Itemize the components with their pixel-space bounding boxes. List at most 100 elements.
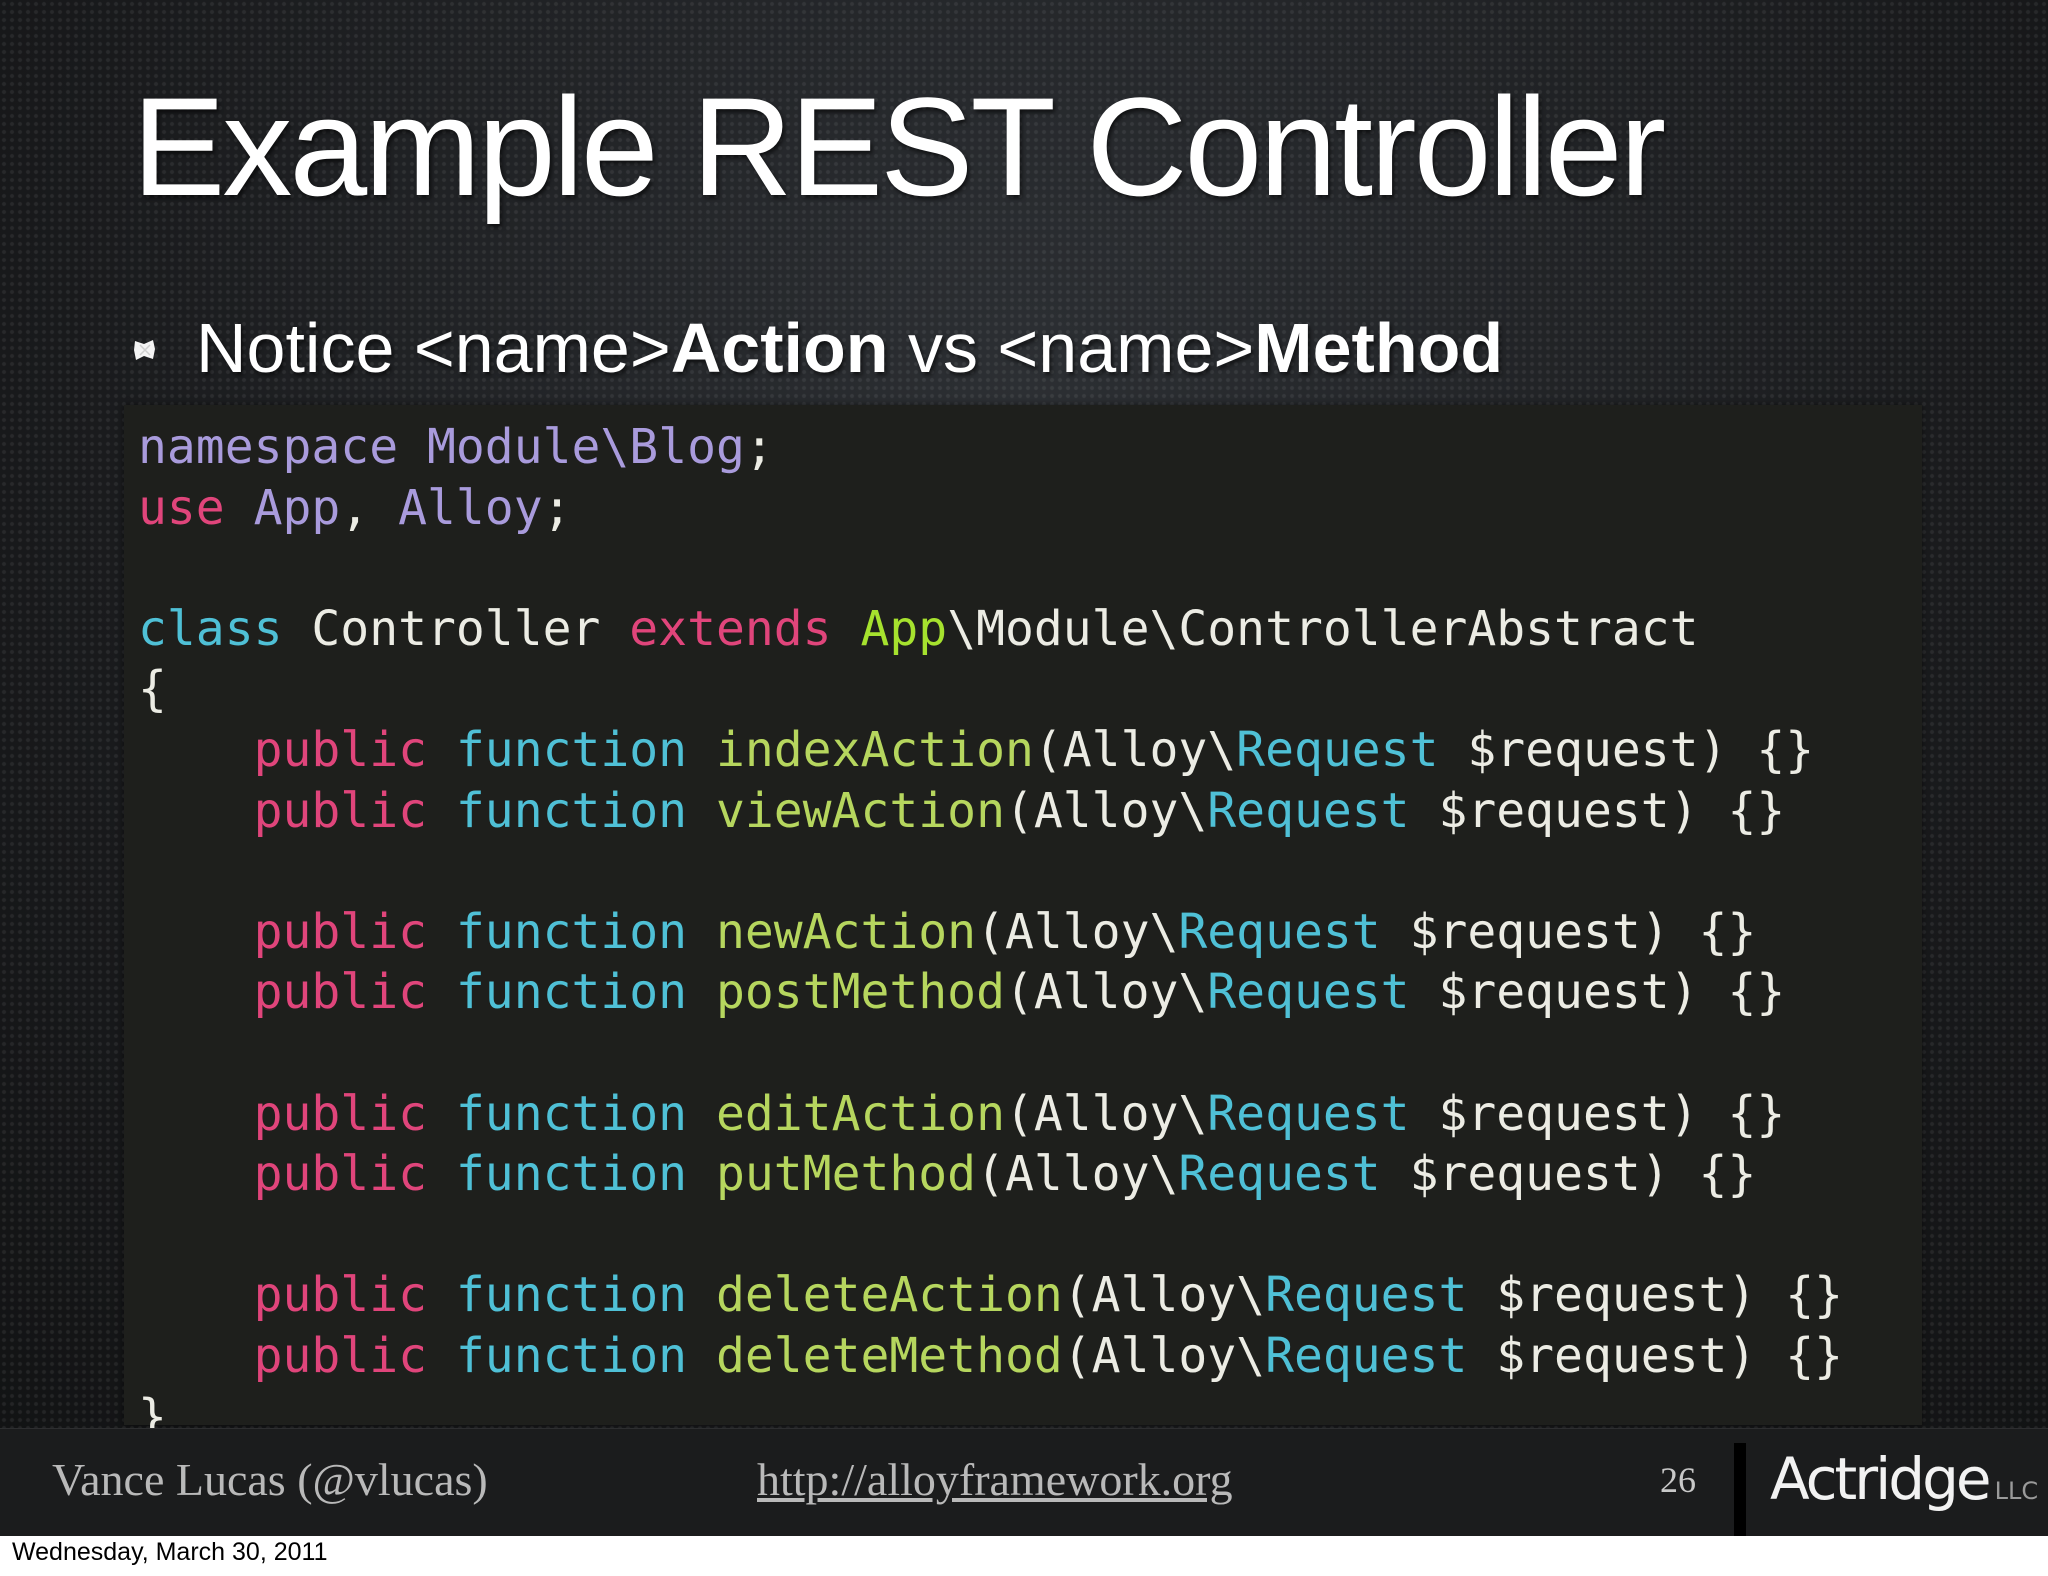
- code-block: namespace Module\Blog;use App, Alloy;cla…: [124, 405, 1922, 1445]
- code-token: public: [253, 782, 427, 839]
- code-token: [138, 1086, 254, 1142]
- code-token: [687, 1267, 716, 1323]
- code-token: function: [455, 1267, 688, 1324]
- code-token: function: [455, 1085, 688, 1142]
- code-token: [225, 480, 254, 536]
- code-token: Request: [1265, 1267, 1468, 1324]
- code-token: Request: [1178, 1146, 1381, 1203]
- code-line: public function postMethod(Alloy\Request…: [138, 962, 1786, 1022]
- code-token: [427, 783, 456, 839]
- code-token: [138, 1328, 254, 1384]
- code-token: function: [455, 1146, 688, 1203]
- code-token: public: [253, 1146, 427, 1203]
- code-token: function: [455, 722, 688, 778]
- bullet-strong-method: Method: [1254, 309, 1504, 387]
- code-line: use App, Alloy;: [138, 478, 572, 538]
- code-token: (Alloy\: [976, 1146, 1179, 1203]
- code-token: Request: [1207, 1085, 1410, 1142]
- code-token: newAction: [715, 903, 977, 960]
- code-token: Request: [1207, 782, 1410, 839]
- code-token: [427, 1086, 456, 1142]
- code-token: [427, 964, 456, 1020]
- code-line: public function indexAction(Alloy\Reques…: [138, 720, 1815, 780]
- code-token: namespace: [138, 419, 399, 475]
- code-token: {: [138, 661, 167, 718]
- slide-title: Example REST Controller: [132, 68, 1666, 225]
- code-line: public function viewAction(Alloy\Request…: [138, 781, 1786, 841]
- code-token: $request) {}: [1467, 1267, 1844, 1324]
- code-token: [687, 964, 716, 1020]
- code-token: (Alloy\: [1004, 1085, 1208, 1142]
- code-token: function: [455, 782, 688, 839]
- footer-url-link[interactable]: http://alloyframework.org: [757, 1454, 1233, 1505]
- code-token: Request: [1178, 903, 1381, 960]
- code-token: (Alloy\: [1004, 964, 1208, 1021]
- code-token: [687, 1328, 716, 1384]
- code-token: viewAction: [715, 782, 1005, 839]
- code-token: postMethod: [715, 964, 1005, 1021]
- code-token: function: [455, 1328, 688, 1384]
- code-token: [687, 1086, 716, 1142]
- code-token: function: [455, 903, 688, 960]
- code-token: $request) {}: [1409, 964, 1786, 1021]
- code-token: Controller: [282, 600, 630, 657]
- code-token: [138, 904, 254, 960]
- code-token: $request) {}: [1467, 1328, 1844, 1384]
- code-token: $request) {}: [1438, 722, 1815, 778]
- code-token: \Module\ControllerAbstract: [947, 600, 1699, 657]
- code-token: [687, 722, 716, 778]
- code-token: [138, 1146, 254, 1202]
- code-token: function: [455, 964, 688, 1021]
- code-token: editAction: [715, 1085, 1005, 1142]
- code-line: public function deleteMethod(Alloy\Reque…: [138, 1326, 1843, 1386]
- code-token: [138, 783, 254, 839]
- code-token: deleteAction: [715, 1267, 1063, 1324]
- code-token: putMethod: [715, 1146, 977, 1203]
- code-token: Request: [1207, 964, 1410, 1021]
- code-line: namespace Module\Blog;: [138, 417, 774, 477]
- slide: Example REST Controller Notice <name>Act…: [0, 0, 2048, 1536]
- code-token: [687, 904, 716, 960]
- code-token: public: [253, 903, 427, 960]
- code-token: (Alloy\: [1062, 1267, 1266, 1324]
- code-line: public function putMethod(Alloy\Request …: [138, 1144, 1757, 1204]
- logo-suffix: LLC: [1994, 1477, 2039, 1505]
- code-token: $request) {}: [1409, 782, 1786, 839]
- slide-footer: Vance Lucas (@vlucas) http://alloyframew…: [0, 1428, 2048, 1536]
- code-line: {: [138, 659, 167, 719]
- code-line: public function editAction(Alloy\Request…: [138, 1084, 1786, 1144]
- footer-author: Vance Lucas (@vlucas): [52, 1454, 488, 1505]
- code-token: $request) {}: [1380, 903, 1757, 960]
- code-token: Request: [1236, 722, 1439, 778]
- code-token: Module\Blog: [427, 419, 745, 475]
- code-token: Request: [1265, 1328, 1468, 1384]
- bullet-icon: [132, 337, 158, 363]
- code-token: [138, 1267, 254, 1323]
- code-token: App: [860, 600, 948, 657]
- code-token: extends: [629, 600, 832, 657]
- code-token: [427, 1267, 456, 1323]
- code-token: [138, 722, 254, 778]
- date-stamp: Wednesday, March 30, 2011: [12, 1538, 328, 1566]
- code-token: ;: [542, 479, 572, 536]
- code-token: [427, 904, 456, 960]
- bullet-point: Notice <name>Action vs <name>Method: [132, 308, 1503, 388]
- bullet-middle: vs <name>: [888, 309, 1255, 387]
- page-number: 26: [1660, 1460, 1696, 1500]
- code-token: App: [253, 479, 341, 536]
- code-token: Alloy: [398, 479, 543, 536]
- bullet-text: Notice <name>Action vs <name>Method: [196, 308, 1503, 388]
- code-token: [138, 964, 254, 1020]
- code-token: [398, 419, 427, 475]
- code-token: $request) {}: [1409, 1085, 1786, 1142]
- code-line: public function deleteAction(Alloy\Reque…: [138, 1265, 1843, 1325]
- code-token: [427, 722, 456, 778]
- code-token: deleteMethod: [715, 1328, 1063, 1384]
- code-token: public: [253, 1328, 427, 1384]
- bullet-strong-action: Action: [670, 309, 889, 387]
- code-token: (Alloy\: [1033, 722, 1237, 778]
- code-token: [427, 1146, 456, 1202]
- code-token: [687, 1146, 716, 1202]
- code-token: use: [138, 479, 225, 536]
